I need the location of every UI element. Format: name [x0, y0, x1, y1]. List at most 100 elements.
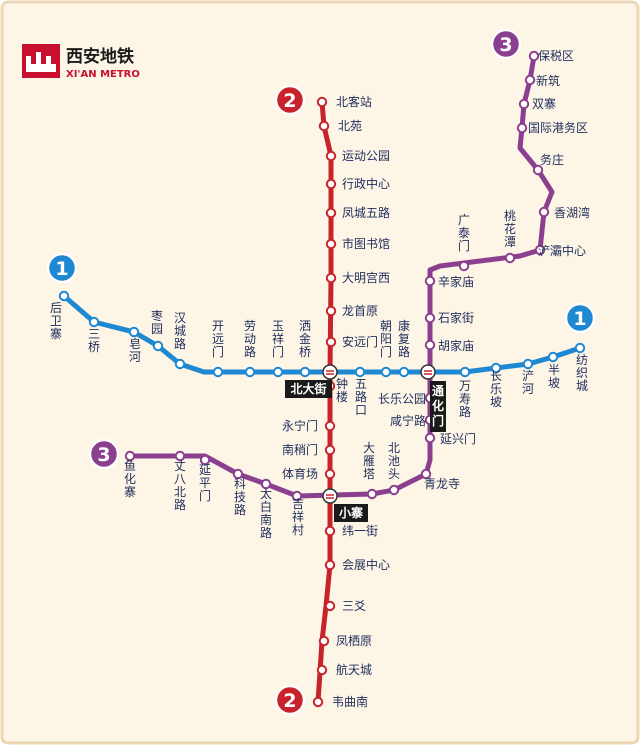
station-label: 长乐坡	[490, 369, 502, 409]
station-marker[interactable]	[398, 366, 410, 378]
station-marker[interactable]	[388, 484, 400, 496]
station-label: 辛家庙	[438, 274, 474, 289]
station-marker[interactable]	[316, 664, 328, 676]
line3-badge-number: 3	[97, 444, 110, 466]
station-label: 桃花潭	[504, 208, 516, 249]
line1-badge-number: 1	[55, 258, 68, 280]
transfer-label: 小寨	[339, 505, 363, 520]
transfer-station[interactable]: 通化门	[420, 364, 446, 432]
station-marker[interactable]	[574, 342, 586, 354]
station-label: 航天城	[336, 662, 372, 677]
station-label: 凤栖原	[336, 633, 372, 648]
station-marker[interactable]	[152, 340, 164, 352]
station-marker[interactable]	[312, 696, 324, 708]
station-marker[interactable]	[424, 275, 436, 287]
station-marker[interactable]	[325, 305, 337, 317]
station-label: 大明宫西	[342, 270, 390, 285]
station-marker[interactable]	[88, 316, 100, 328]
station-marker[interactable]	[232, 468, 244, 480]
station-marker[interactable]	[128, 326, 140, 338]
station-marker[interactable]	[354, 366, 366, 378]
station-label: 永宁门	[282, 418, 318, 433]
station-marker[interactable]	[58, 290, 70, 302]
station-marker[interactable]	[380, 366, 392, 378]
station-marker[interactable]	[366, 488, 378, 500]
station-marker[interactable]	[244, 366, 256, 378]
station-marker[interactable]	[504, 252, 516, 264]
station-marker[interactable]	[174, 358, 186, 370]
logo-mark-pattern	[26, 52, 56, 72]
station-marker[interactable]	[522, 358, 534, 370]
station-marker[interactable]	[424, 432, 436, 444]
station-marker[interactable]	[528, 50, 540, 62]
station-marker[interactable]	[547, 351, 559, 363]
station-marker[interactable]	[316, 96, 328, 108]
station-label: 体育场	[282, 466, 318, 481]
station-marker[interactable]	[538, 206, 550, 218]
station-label: 安远门	[342, 334, 378, 349]
station-marker[interactable]	[291, 490, 303, 502]
station-marker[interactable]	[318, 635, 330, 647]
transfer-arrows-icon	[424, 370, 432, 375]
station-marker[interactable]	[324, 444, 336, 456]
station-marker[interactable]	[318, 120, 330, 132]
station-label: 后卫寨	[50, 301, 62, 341]
station-marker[interactable]	[174, 450, 186, 462]
station-marker[interactable]	[324, 559, 336, 571]
station-marker[interactable]	[516, 122, 528, 134]
station-marker[interactable]	[490, 362, 502, 374]
station-marker[interactable]	[458, 260, 470, 272]
line2-badge: 2	[274, 84, 306, 116]
station-marker[interactable]	[325, 150, 337, 162]
station-marker[interactable]	[518, 98, 530, 110]
station-marker[interactable]	[424, 339, 436, 351]
line2-badge-number: 2	[283, 690, 296, 712]
station-label: 北客站	[336, 94, 372, 109]
line2-badge-circle	[274, 84, 306, 116]
station-marker[interactable]	[524, 74, 536, 86]
station-marker[interactable]	[532, 164, 544, 176]
line3-badge-number: 3	[499, 34, 512, 56]
transfer-label: 北大街	[290, 381, 326, 396]
station-marker[interactable]	[324, 420, 336, 432]
station-label: 保税区	[538, 49, 574, 63]
station-marker[interactable]	[212, 366, 224, 378]
station-label: 钟楼	[336, 376, 348, 404]
station-marker[interactable]	[325, 272, 337, 284]
station-label: 鱼化寨	[124, 459, 136, 499]
line1-badge-circle	[46, 252, 78, 284]
station-marker[interactable]	[325, 238, 337, 250]
station-marker[interactable]	[459, 366, 471, 378]
station-label: 浐河	[522, 369, 534, 396]
station-label: 纬一街	[342, 524, 378, 538]
transfer-station[interactable]: 北大街	[285, 364, 338, 398]
station-label: 康复路	[398, 318, 410, 359]
station-label: 运动公园	[342, 149, 390, 163]
station-marker[interactable]	[324, 525, 336, 537]
line3-badge: 3	[490, 28, 522, 60]
station-marker[interactable]	[420, 468, 432, 480]
station-marker[interactable]	[124, 450, 136, 462]
station-marker[interactable]	[325, 336, 337, 348]
station-label: 半坡	[548, 363, 560, 390]
station-marker[interactable]	[324, 468, 336, 480]
transfer-station[interactable]: 小寨	[322, 488, 368, 522]
station-marker[interactable]	[272, 366, 284, 378]
station-marker[interactable]	[199, 454, 211, 466]
station-label: 皂河	[129, 337, 141, 364]
transfer-label-box	[285, 380, 332, 398]
station-marker[interactable]	[260, 478, 272, 490]
station-marker[interactable]	[324, 600, 336, 612]
line2-badge: 2	[274, 684, 306, 716]
station-marker[interactable]	[424, 312, 436, 324]
station-label: 北苑	[338, 119, 362, 133]
station-marker[interactable]	[325, 178, 337, 190]
line3-badge: 3	[88, 438, 120, 470]
station-marker[interactable]	[299, 366, 311, 378]
transfer-icon	[322, 488, 338, 504]
station-marker[interactable]	[534, 244, 546, 256]
station-label: 浐灞中心	[538, 243, 586, 258]
station-label: 行政中心	[342, 176, 390, 191]
station-marker[interactable]	[325, 207, 337, 219]
transfer-label-box	[430, 381, 446, 432]
